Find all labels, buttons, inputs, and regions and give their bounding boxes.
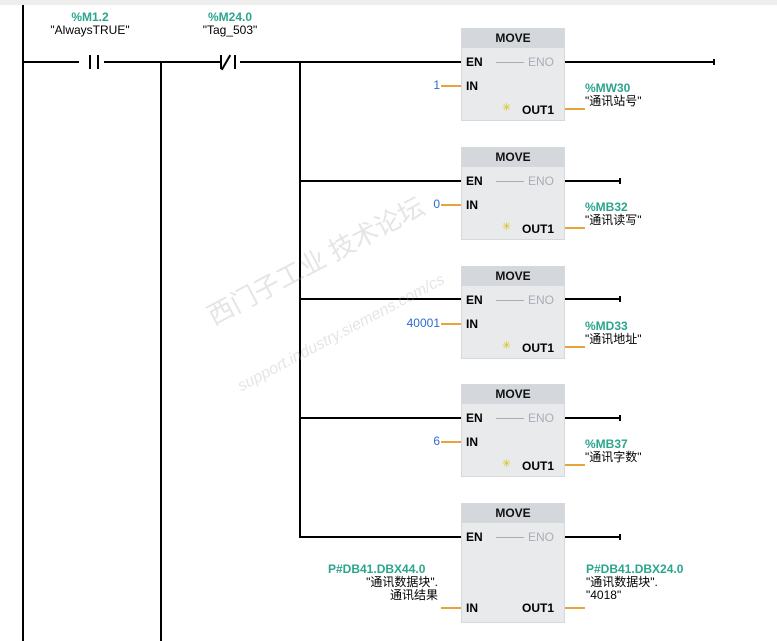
- out1-pin[interactable]: OUT1: [522, 222, 555, 236]
- contact-tag: "Tag_503": [202, 23, 258, 37]
- move-block[interactable]: MOVE EN ENO IN ✳ OUT1: [461, 147, 565, 240]
- en-pin[interactable]: EN: [466, 530, 483, 544]
- wire-end: [713, 59, 715, 65]
- rung-wire: [240, 61, 461, 63]
- out-address: %MW30: [585, 81, 631, 95]
- out-tag: "通讯地址": [585, 332, 642, 346]
- out-operand[interactable]: P#DB41.DBX24.0 "通讯数据块". "4018": [586, 563, 683, 602]
- out1-pin[interactable]: OUT1: [522, 459, 555, 473]
- out-tag: "通讯读写": [585, 213, 642, 227]
- move-block[interactable]: MOVE EN ENO IN OUT1: [461, 503, 565, 623]
- out-tag-line1: "通讯数据块".: [586, 575, 658, 589]
- eno-output-wire: [565, 61, 715, 63]
- out-connector: [565, 227, 585, 229]
- status-spark-icon: ✳: [502, 458, 512, 470]
- rung-wire: [299, 417, 461, 419]
- in-tag-line1: "通讯数据块".: [366, 575, 438, 589]
- move-block[interactable]: MOVE EN ENO IN ✳ OUT1: [461, 266, 565, 359]
- in-connector: [441, 607, 461, 609]
- out-address: %MB32: [585, 200, 628, 214]
- branch-rail: [160, 61, 162, 641]
- out-operand[interactable]: %MB32 "通讯读写": [585, 201, 642, 227]
- in-connector: [441, 441, 461, 443]
- out-operand[interactable]: %MW30 "通讯站号": [585, 82, 642, 108]
- in-tag-line2: 通讯结果: [389, 588, 438, 602]
- out-connector: [565, 108, 585, 110]
- out-connector: [565, 346, 585, 348]
- wire-end: [619, 296, 621, 302]
- rung-wire: [299, 180, 461, 182]
- en-pin[interactable]: EN: [466, 55, 483, 69]
- out-operand[interactable]: %MD33 "通讯地址": [585, 320, 642, 346]
- out-tag: "通讯站号": [585, 94, 642, 108]
- in-address: P#DB41.DBX44.0: [328, 562, 426, 576]
- out-address: P#DB41.DBX24.0: [586, 562, 684, 576]
- contact-operand[interactable]: %M1.2 "AlwaysTRUE": [40, 11, 140, 37]
- block-title: MOVE: [462, 148, 564, 167]
- eno-pin[interactable]: ENO: [528, 174, 555, 188]
- out-connector: [565, 464, 585, 466]
- watermark: 西门子工业 技术论坛: [202, 191, 430, 331]
- out1-pin[interactable]: OUT1: [522, 341, 555, 355]
- contact-operand[interactable]: %M24.0 "Tag_503": [180, 11, 280, 37]
- in-pin[interactable]: IN: [466, 435, 478, 449]
- status-spark-icon: ✳: [502, 102, 512, 114]
- contact-nc-tag503[interactable]: [220, 54, 240, 71]
- contact-no-always-true[interactable]: [80, 55, 104, 69]
- in-connector: [441, 204, 461, 206]
- eno-pin[interactable]: ENO: [528, 530, 555, 544]
- block-title: MOVE: [462, 29, 564, 48]
- in-pin[interactable]: IN: [466, 79, 478, 93]
- in-pin[interactable]: IN: [466, 198, 478, 212]
- rung-wire: [104, 61, 220, 63]
- out-tag-line2: "4018": [586, 588, 622, 602]
- rung-wire: [22, 61, 79, 63]
- move-block[interactable]: MOVE EN ENO IN ✳ OUT1: [461, 384, 565, 477]
- in-value[interactable]: 1: [433, 78, 440, 92]
- en-pin[interactable]: EN: [466, 293, 483, 307]
- eno-pin[interactable]: ENO: [528, 411, 555, 425]
- watermark-url: support.industry.siemens.com/cs: [235, 271, 448, 396]
- in-value[interactable]: 40001: [406, 316, 440, 330]
- move-block[interactable]: MOVE EN ENO IN ✳ OUT1: [461, 28, 565, 121]
- en-pin[interactable]: EN: [466, 174, 483, 188]
- out-address: %MB37: [585, 437, 628, 451]
- in-value[interactable]: 0: [433, 197, 440, 211]
- rung-wire: [299, 298, 461, 300]
- out-operand[interactable]: %MB37 "通讯字数": [585, 438, 642, 464]
- in-value[interactable]: 6: [433, 434, 440, 448]
- eno-output-wire: [565, 298, 621, 300]
- block-title: MOVE: [462, 267, 564, 286]
- contact-address: %M24.0: [207, 10, 253, 24]
- in-pin[interactable]: IN: [466, 601, 478, 615]
- eno-output-wire: [565, 536, 621, 538]
- contact-address: %M1.2: [71, 10, 109, 24]
- in-connector: [441, 323, 461, 325]
- out1-pin[interactable]: OUT1: [522, 601, 555, 615]
- block-title: MOVE: [462, 385, 564, 404]
- out-tag: "通讯字数": [585, 450, 642, 464]
- en-pin[interactable]: EN: [466, 411, 483, 425]
- block-title: MOVE: [462, 504, 564, 523]
- in-connector: [441, 85, 461, 87]
- wire-end: [619, 178, 621, 184]
- eno-output-wire: [565, 417, 621, 419]
- eno-pin[interactable]: ENO: [528, 55, 555, 69]
- rung-wire: [299, 536, 461, 538]
- wire-end: [619, 534, 621, 540]
- wire-end: [619, 415, 621, 421]
- contact-tag: "AlwaysTRUE": [50, 23, 130, 37]
- editor-top-band: [0, 0, 777, 5]
- out1-pin[interactable]: OUT1: [522, 103, 555, 117]
- in-pin[interactable]: IN: [466, 317, 478, 331]
- out-address: %MD33: [585, 319, 628, 333]
- eno-pin[interactable]: ENO: [528, 293, 555, 307]
- left-power-rail: [22, 5, 24, 641]
- in-operand[interactable]: P#DB41.DBX44.0 "通讯数据块". 通讯结果: [310, 563, 438, 602]
- eno-output-wire: [565, 180, 621, 182]
- status-spark-icon: ✳: [502, 340, 512, 352]
- status-spark-icon: ✳: [502, 221, 512, 233]
- out-connector: [565, 607, 585, 609]
